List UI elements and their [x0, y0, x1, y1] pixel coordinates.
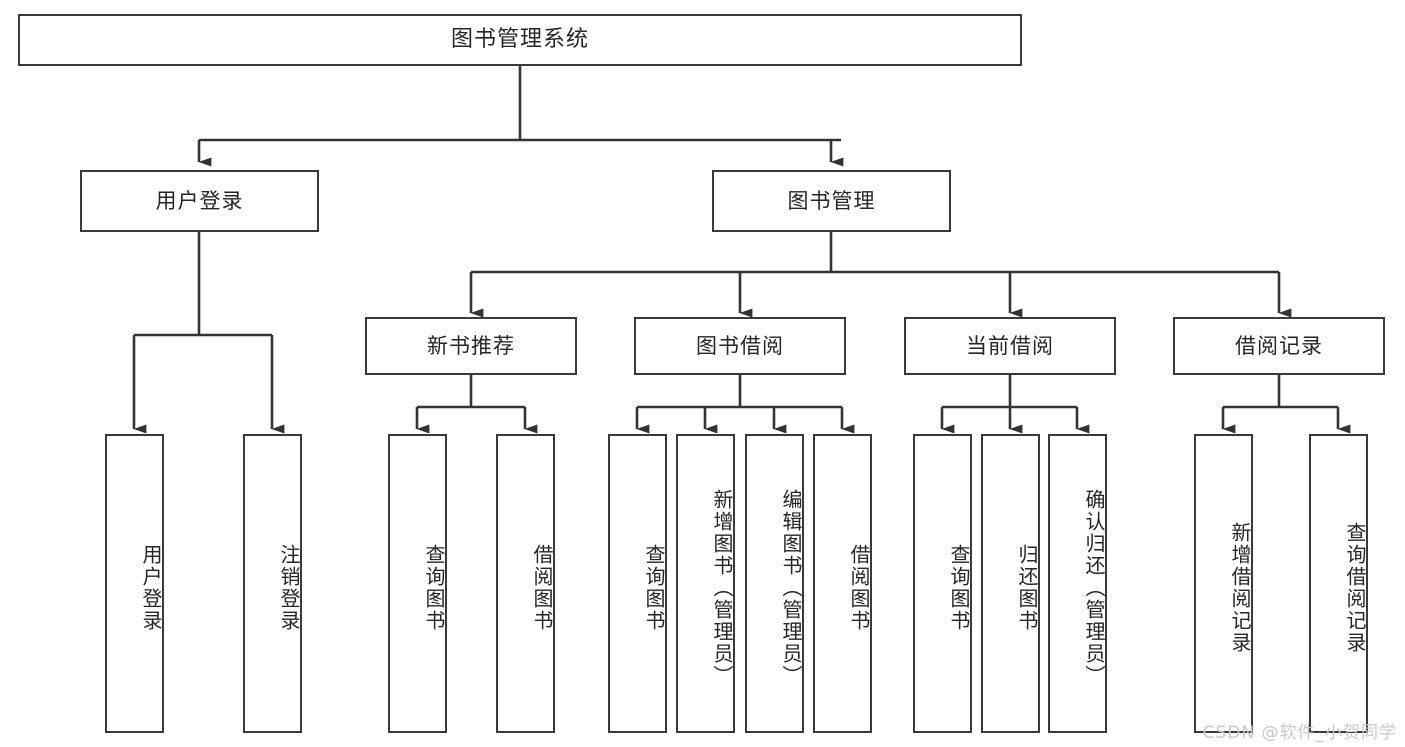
csdn-watermark: CSDN @软件_小贺同学 [1202, 723, 1397, 743]
leaf-edit-book[interactable]: 编辑图书（管理员） [745, 434, 804, 733]
node-new-book-rec[interactable]: 新书推荐 [365, 317, 577, 375]
leaf-edit-book-label: 编辑图书（管理员） [779, 488, 803, 687]
leaf-query-book-1[interactable]: 查询图书 [388, 434, 447, 733]
node-book-borrow-label: 图书借阅 [696, 333, 784, 358]
leaf-query-book-1-label: 查询图书 [422, 543, 446, 632]
node-root-system[interactable]: 图书管理系统 [18, 14, 1022, 66]
node-book-manage[interactable]: 图书管理 [712, 170, 951, 232]
leaf-borrow-book-1-label: 借阅图书 [530, 543, 554, 632]
leaf-add-book[interactable]: 新增图书（管理员） [676, 434, 735, 733]
leaf-query-book-2[interactable]: 查询图书 [608, 434, 667, 733]
leaf-user-login[interactable]: 用户登录 [105, 434, 164, 733]
leaf-borrow-book-1[interactable]: 借阅图书 [496, 434, 555, 733]
node-new-book-rec-label: 新书推荐 [427, 333, 515, 358]
leaf-query-record[interactable]: 查询借阅记录 [1309, 434, 1368, 733]
leaf-borrow-book-2-label: 借阅图书 [847, 543, 871, 632]
leaf-logout-login[interactable]: 注销登录 [243, 434, 302, 733]
leaf-add-record-label: 新增借阅记录 [1228, 521, 1252, 654]
node-current-borrow[interactable]: 当前借阅 [904, 317, 1116, 375]
leaf-query-book-2-label: 查询图书 [642, 543, 666, 632]
node-root-system-label: 图书管理系统 [450, 27, 589, 53]
leaf-confirm-return-label: 确认归还（管理员） [1082, 488, 1106, 687]
leaf-return-book[interactable]: 归还图书 [981, 434, 1040, 733]
node-user-login[interactable]: 用户登录 [80, 170, 319, 232]
leaf-return-book-label: 归还图书 [1015, 543, 1039, 632]
leaf-query-book-3-label: 查询图书 [947, 543, 971, 632]
leaf-user-login-label: 用户登录 [139, 543, 163, 632]
node-current-borrow-label: 当前借阅 [966, 333, 1054, 358]
leaf-query-record-label: 查询借阅记录 [1343, 521, 1367, 654]
leaf-add-record[interactable]: 新增借阅记录 [1194, 434, 1253, 733]
leaf-confirm-return[interactable]: 确认归还（管理员） [1048, 434, 1107, 733]
leaf-logout-login-label: 注销登录 [277, 543, 301, 632]
node-book-borrow[interactable]: 图书借阅 [634, 317, 846, 375]
leaf-query-book-3[interactable]: 查询图书 [913, 434, 972, 733]
leaf-borrow-book-2[interactable]: 借阅图书 [813, 434, 872, 733]
node-borrow-record[interactable]: 借阅记录 [1173, 317, 1385, 375]
leaf-add-book-label: 新增图书（管理员） [710, 488, 734, 687]
node-user-login-label: 用户登录 [155, 188, 244, 213]
node-book-manage-label: 图书管理 [787, 188, 876, 213]
node-borrow-record-label: 借阅记录 [1235, 333, 1323, 358]
